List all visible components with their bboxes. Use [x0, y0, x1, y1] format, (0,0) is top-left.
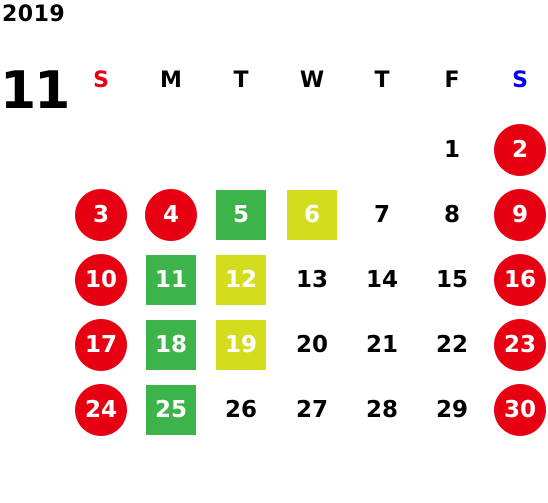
day-number: 8 [443, 201, 460, 228]
green-square-marker: 11 [146, 255, 196, 305]
holiday-circle-marker: 2 [494, 124, 546, 176]
day-number: 22 [435, 331, 468, 358]
holiday-circle-marker: 16 [494, 254, 546, 306]
day-cell[interactable]: 14 [356, 254, 408, 306]
day-number: 4 [162, 201, 179, 228]
day-cell[interactable]: 9 [494, 189, 546, 241]
day-cell[interactable]: 26 [215, 384, 267, 436]
day-number: 17 [84, 331, 117, 358]
day-cell[interactable]: 30 [494, 384, 546, 436]
day-number: 9 [511, 201, 528, 228]
holiday-circle-marker: 24 [75, 384, 127, 436]
day-number: 23 [503, 331, 536, 358]
day-number: 11 [154, 266, 187, 293]
day-number: 10 [84, 266, 117, 293]
day-cell[interactable]: 23 [494, 319, 546, 371]
day-cell[interactable]: 22 [426, 319, 478, 371]
day-cell[interactable]: 25 [145, 384, 197, 436]
green-square-marker: 18 [146, 320, 196, 370]
weekday-6: S [512, 68, 528, 93]
holiday-circle-marker: 4 [145, 189, 197, 241]
day-number: 7 [373, 201, 390, 228]
day-number: 20 [295, 331, 328, 358]
month-label: 11 [0, 61, 70, 121]
day-number: 5 [232, 201, 249, 228]
day-number: 19 [224, 331, 257, 358]
day-cell[interactable]: 12 [215, 254, 267, 306]
day-number: 21 [365, 331, 398, 358]
holiday-circle-marker: 17 [75, 319, 127, 371]
weekday-4: T [374, 68, 390, 93]
day-cell[interactable]: 13 [286, 254, 338, 306]
day-cell[interactable]: 7 [356, 189, 408, 241]
holiday-circle-marker: 3 [75, 189, 127, 241]
day-number: 3 [92, 201, 109, 228]
weekday-2: T [233, 68, 249, 93]
day-number: 15 [435, 266, 468, 293]
yellow-square-marker: 6 [287, 190, 337, 240]
day-cell[interactable]: 2 [494, 124, 546, 176]
day-cell[interactable]: 24 [75, 384, 127, 436]
day-cell[interactable]: 21 [356, 319, 408, 371]
holiday-circle-marker: 9 [494, 189, 546, 241]
day-cell[interactable]: 11 [145, 254, 197, 306]
day-number: 12 [224, 266, 257, 293]
day-cell[interactable]: 1 [426, 124, 478, 176]
green-square-marker: 25 [146, 385, 196, 435]
day-number: 24 [84, 396, 117, 423]
day-number: 1 [443, 136, 460, 163]
day-number: 14 [365, 266, 398, 293]
holiday-circle-marker: 10 [75, 254, 127, 306]
day-cell[interactable]: 5 [215, 189, 267, 241]
day-number: 29 [435, 396, 468, 423]
day-cell[interactable]: 17 [75, 319, 127, 371]
day-number: 28 [365, 396, 398, 423]
day-number: 30 [503, 396, 536, 423]
day-cell[interactable]: 28 [356, 384, 408, 436]
weekday-0: S [93, 68, 109, 93]
weekday-3: W [299, 68, 325, 93]
day-number: 25 [154, 396, 187, 423]
day-number: 27 [295, 396, 328, 423]
yellow-square-marker: 19 [216, 320, 266, 370]
day-cell[interactable]: 8 [426, 189, 478, 241]
day-cell[interactable]: 20 [286, 319, 338, 371]
holiday-circle-marker: 23 [494, 319, 546, 371]
day-number: 16 [503, 266, 536, 293]
yellow-square-marker: 12 [216, 255, 266, 305]
day-cell[interactable]: 29 [426, 384, 478, 436]
weekday-5: F [444, 68, 460, 93]
year-label: 2019 [2, 2, 66, 27]
day-cell[interactable]: 6 [286, 189, 338, 241]
day-cell[interactable]: 19 [215, 319, 267, 371]
day-cell[interactable]: 4 [145, 189, 197, 241]
day-cell[interactable]: 3 [75, 189, 127, 241]
day-cell[interactable]: 16 [494, 254, 546, 306]
day-number: 26 [224, 396, 257, 423]
day-cell[interactable]: 27 [286, 384, 338, 436]
day-cell[interactable]: 18 [145, 319, 197, 371]
day-number: 18 [154, 331, 187, 358]
day-number: 6 [303, 201, 320, 228]
day-number: 13 [295, 266, 328, 293]
holiday-circle-marker: 30 [494, 384, 546, 436]
day-cell[interactable]: 10 [75, 254, 127, 306]
day-number: 2 [511, 136, 528, 163]
day-cell[interactable]: 15 [426, 254, 478, 306]
green-square-marker: 5 [216, 190, 266, 240]
weekday-1: M [160, 68, 182, 93]
